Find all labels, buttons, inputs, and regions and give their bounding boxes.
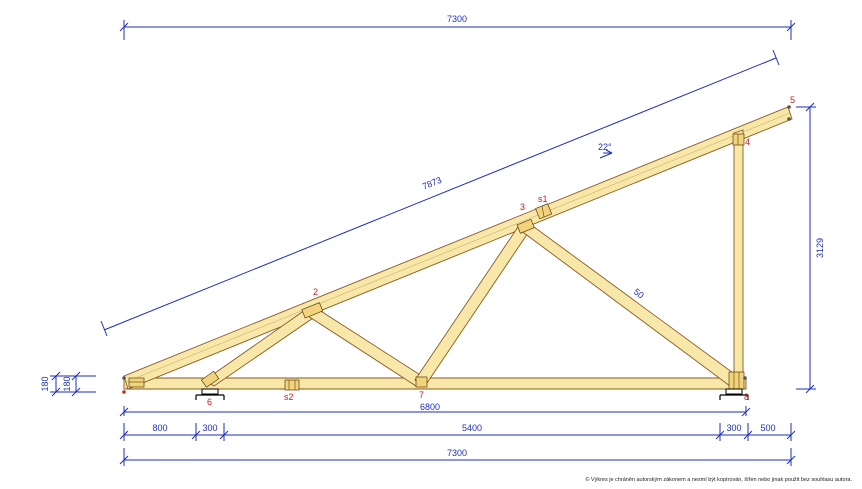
dim-segments: 800 300 5400 300 500: [119, 423, 796, 441]
dim-seg-5400: 5400: [462, 423, 482, 433]
dim-seg-300a: 300: [202, 423, 217, 433]
plate-splice-s1: [535, 203, 553, 220]
corner-marker: [787, 117, 791, 121]
dim-top-overall: 7300: [119, 14, 796, 40]
corner-marker: [787, 105, 791, 109]
angle-label: 22°: [598, 142, 612, 152]
corner-marker: [122, 390, 126, 394]
web-3-8: [519, 223, 741, 387]
dim-left-height-2: 180: [62, 376, 72, 391]
dim-left-heights: 180 180: [40, 371, 96, 397]
dim-rafter-length: 7873: [100, 49, 780, 337]
bottom-chord: [123, 377, 747, 390]
plate-node-7: [415, 376, 428, 388]
dim-top-overall-label: 7300: [447, 14, 467, 24]
plate-node-3: [516, 218, 535, 234]
dim-bottom-chord-label: 6800: [420, 402, 440, 412]
node-label-4: 4: [745, 137, 750, 147]
angle-indicator: 22°: [598, 142, 613, 159]
dim-seg-500: 500: [760, 423, 775, 433]
plate-splice-s2: [284, 379, 300, 391]
dim-right-height-label: 3129: [815, 238, 825, 258]
plate-node-8: [728, 371, 745, 390]
dim-seg-800: 800: [152, 423, 167, 433]
dim-right-height: 3129: [796, 102, 825, 394]
node-label-7: 7: [419, 390, 424, 400]
node-label-5: 5: [790, 95, 795, 105]
corner-marker: [122, 376, 126, 380]
dim-rafter-length-label: 7873: [421, 175, 443, 192]
dim-bottom-chord: 6800: [119, 402, 751, 417]
web-2-7: [307, 307, 426, 387]
support-left: [195, 388, 225, 400]
plate-node-4: [732, 133, 745, 146]
node-label-2: 2: [313, 287, 318, 297]
plate-heel: [128, 377, 145, 388]
top-chord: [123, 106, 793, 390]
vertical-post: [733, 129, 744, 390]
top-chord-centerline: [125, 112, 791, 383]
plate-node-6: [200, 370, 220, 388]
copyright-note: © Výkres je chráněn autorským zákonem a …: [585, 477, 852, 483]
dim-bottom-overall: 7300: [119, 448, 796, 466]
plate-node-2: [301, 302, 324, 319]
splice-label-s1: s1: [538, 194, 548, 204]
dim-seg-300b: 300: [726, 423, 741, 433]
node-label-8: 8: [744, 392, 749, 402]
dim-left-height-1: 180: [40, 376, 50, 391]
support-right: [719, 388, 749, 400]
node-label-3: 3: [520, 202, 525, 212]
web-mark: 50: [632, 287, 646, 301]
node-label-6: 6: [207, 397, 212, 407]
corner-marker: [743, 376, 747, 380]
splice-label-s2: s2: [284, 392, 294, 402]
dim-bottom-overall-label: 7300: [447, 448, 467, 458]
